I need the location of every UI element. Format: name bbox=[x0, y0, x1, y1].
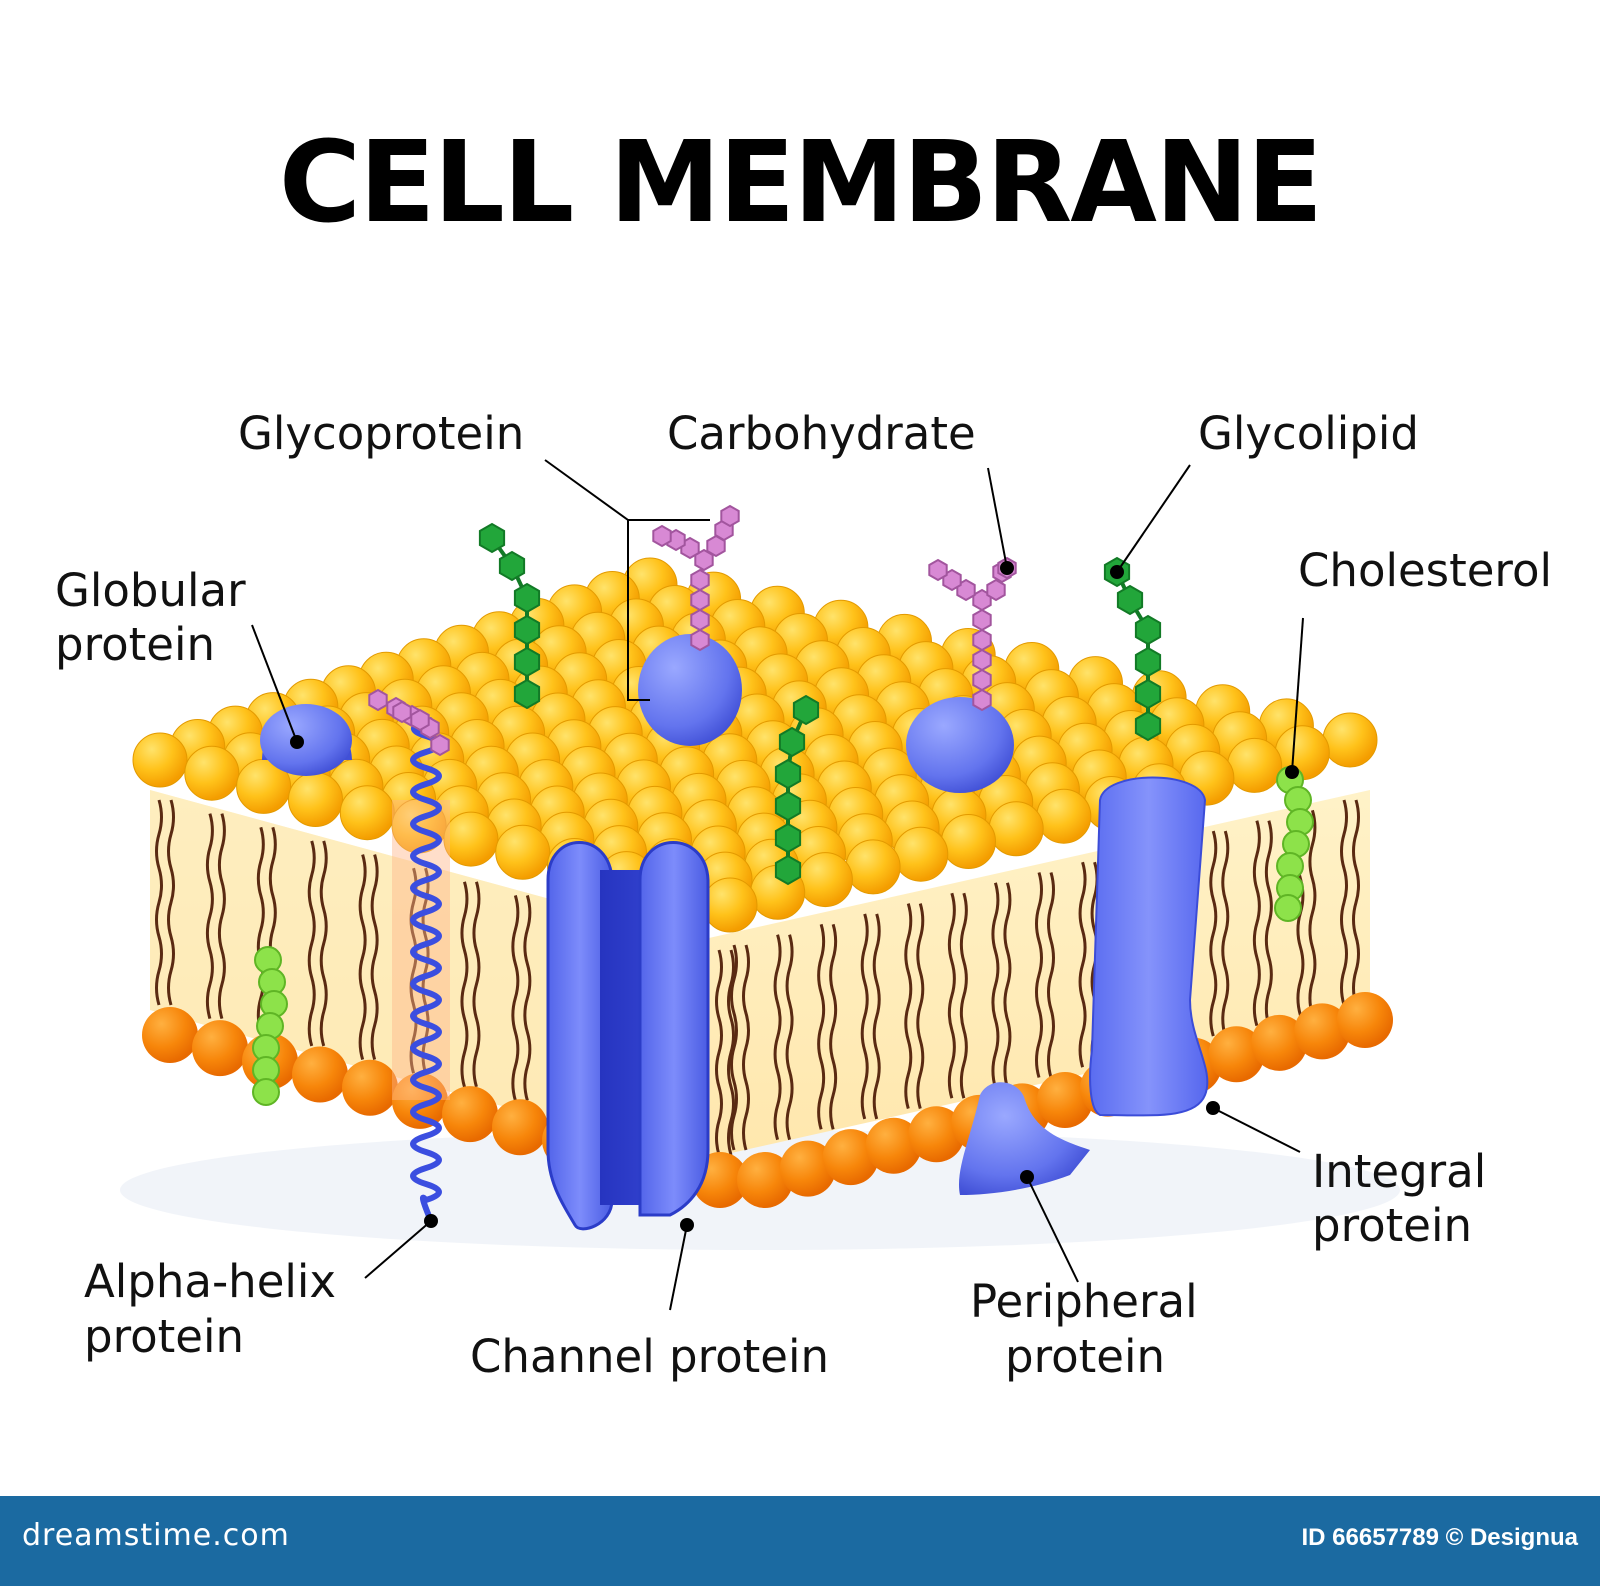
globular-protein bbox=[260, 704, 352, 776]
label-glycoprotein: Glycoprotein bbox=[238, 407, 525, 460]
carbohydrate-chains bbox=[368, 504, 1017, 757]
diagram-title: CELL MEMBRANE bbox=[278, 118, 1323, 248]
label-peripheral-line1: Peripheral bbox=[970, 1275, 1198, 1328]
glycolipid-leader bbox=[1116, 464, 1191, 573]
label-integral-line1: Integral bbox=[1312, 1145, 1487, 1198]
cholesterol-leader bbox=[1291, 617, 1304, 773]
label-globular-line1: Globular bbox=[55, 564, 246, 617]
label-globular-line2: protein bbox=[55, 618, 215, 671]
carbohydrate-leader bbox=[987, 467, 1008, 569]
footer-site-logo[interactable]: dreamstime.com bbox=[22, 1518, 290, 1553]
peripheral-leader bbox=[1026, 1176, 1079, 1283]
footer-bar: dreamstime.com ID 66657789 © Designua bbox=[0, 1496, 1600, 1586]
label-alpha-helix-line2: protein bbox=[84, 1310, 244, 1363]
channel-leader bbox=[669, 1224, 688, 1311]
label-integral-line2: protein bbox=[1312, 1199, 1472, 1252]
label-peripheral-line2: protein bbox=[1005, 1330, 1165, 1383]
label-cholesterol: Cholesterol bbox=[1298, 544, 1552, 597]
globular-leader bbox=[251, 624, 298, 743]
glycoprotein-right-shape bbox=[906, 697, 1014, 793]
footer-image-id: ID 66657789 © Designua bbox=[1301, 1524, 1579, 1551]
integral-leader bbox=[1212, 1107, 1301, 1153]
cholesterol-molecules bbox=[252, 766, 1314, 1106]
label-channel-protein: Channel protein bbox=[470, 1330, 830, 1383]
glycoprotein-shape bbox=[638, 634, 742, 746]
glycolipid-chains bbox=[478, 522, 1162, 886]
channel-protein bbox=[546, 841, 710, 1231]
label-glycolipid: Glycolipid bbox=[1198, 407, 1419, 460]
leader-lines bbox=[251, 459, 1304, 1311]
integral-protein bbox=[1089, 776, 1209, 1117]
label-carbohydrate: Carbohydrate bbox=[667, 407, 976, 460]
leader-dots bbox=[290, 561, 1299, 1232]
label-alpha-helix-line1: Alpha-helix bbox=[84, 1255, 337, 1308]
alpha-helix-leader bbox=[364, 1220, 432, 1279]
alpha-helix-protein bbox=[392, 717, 450, 1224]
glycoprotein-leader bbox=[544, 459, 650, 701]
peripheral-protein bbox=[959, 1082, 1090, 1195]
